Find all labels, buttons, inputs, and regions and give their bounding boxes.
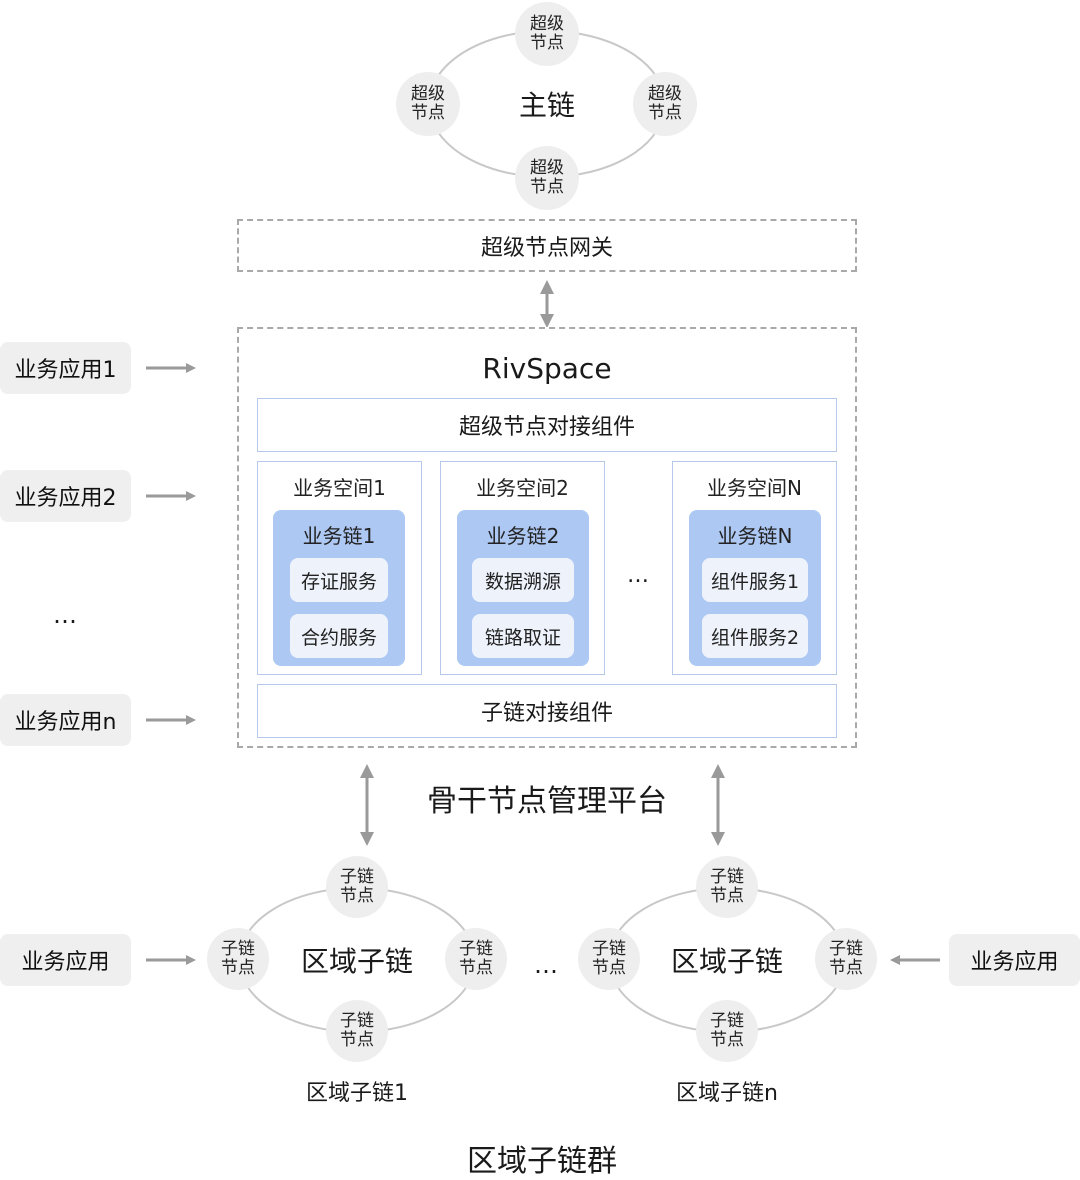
subchain1-node-bottom: 子链 节点: [326, 1000, 388, 1062]
business-chain-2-title: 业务链2: [486, 523, 560, 548]
apps-ellipsis: …: [53, 601, 77, 629]
main-chain-node-bottom: 超级 节点: [515, 146, 579, 210]
subchains-ellipsis: …: [534, 951, 558, 979]
subchain1-node-right: 子链 节点: [445, 928, 507, 990]
spaces-ellipsis: …: [627, 562, 649, 588]
business-app-n: 业务应用n: [0, 694, 131, 746]
business-chain-1-title: 业务链1: [302, 523, 376, 548]
subchainn-node-right: 子链 节点: [815, 928, 877, 990]
subchainn-node-bottom: 子链 节点: [696, 1000, 758, 1062]
business-app-bottom-right: 业务应用: [949, 934, 1080, 986]
subchain-connector: 子链对接组件: [257, 684, 837, 738]
backbone-platform-label: 骨干节点管理平台: [427, 784, 667, 819]
subchain-connector-label: 子链对接组件: [480, 701, 613, 726]
service-item: 组件服务1: [702, 558, 808, 602]
subchainn-node-left: 子链 节点: [578, 928, 640, 990]
business-app-2: 业务应用2: [0, 470, 131, 522]
subchain1-node-top: 子链 节点: [326, 856, 388, 918]
rivspace-title: RivSpace: [482, 351, 612, 385]
subchain-cluster-label: 区域子链群: [467, 1144, 617, 1179]
main-chain-node-right: 超级 节点: [633, 72, 697, 136]
service-item: 合约服务: [290, 614, 388, 658]
business-chain-n-title: 业务链N: [717, 523, 793, 548]
subchainn-caption: 区域子链n: [676, 1081, 778, 1106]
business-space-n-title: 业务空间N: [707, 475, 802, 500]
gateway-label: 超级节点网关: [480, 235, 613, 261]
main-chain-label: 主链: [518, 89, 575, 122]
subchain1-node-left: 子链 节点: [207, 928, 269, 990]
service-item: 组件服务2: [702, 614, 808, 658]
service-item: 链路取证: [472, 614, 574, 658]
main-chain-node-top: 超级 节点: [515, 2, 579, 66]
service-item: 存证服务: [290, 558, 388, 602]
subchainn-center-label: 区域子链: [670, 945, 783, 978]
super-node-connector: 超级节点对接组件: [257, 398, 837, 452]
subchain1-center-label: 区域子链: [300, 945, 413, 978]
super-node-gateway: 超级节点网关: [237, 219, 857, 272]
subchainn-node-top: 子链 节点: [696, 856, 758, 918]
main-chain-node-left: 超级 节点: [396, 72, 460, 136]
business-space-2-title: 业务空间2: [476, 475, 569, 500]
business-app-bottom-left: 业务应用: [0, 934, 131, 986]
service-item: 数据溯源: [472, 558, 574, 602]
super-node-connector-label: 超级节点对接组件: [458, 415, 635, 440]
business-space-1-title: 业务空间1: [293, 475, 386, 500]
subchain1-caption: 区域子链1: [306, 1081, 408, 1106]
business-app-1: 业务应用1: [0, 342, 131, 394]
